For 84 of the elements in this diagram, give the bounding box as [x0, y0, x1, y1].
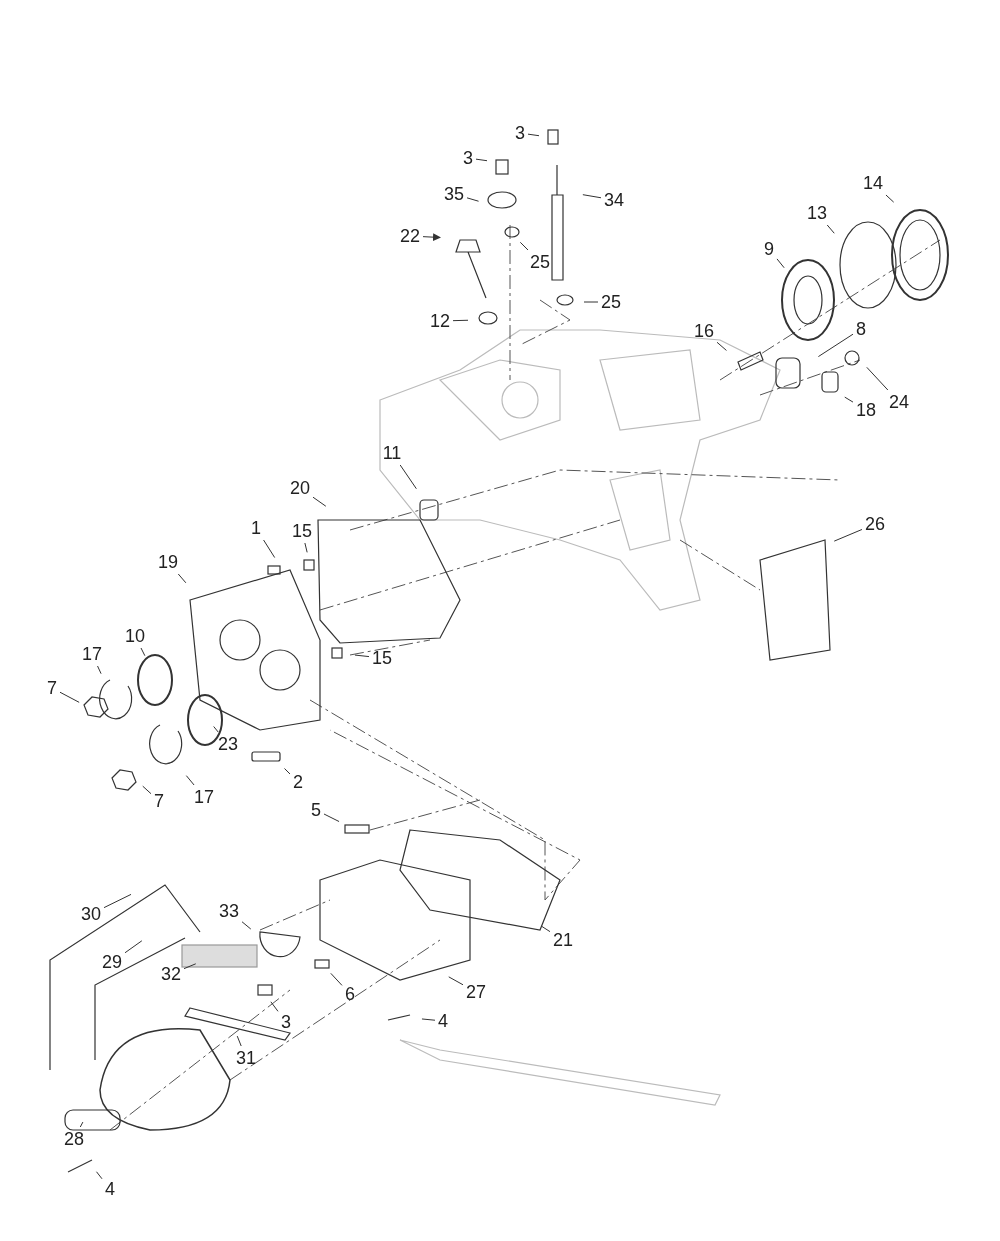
- callout-number: 12: [429, 311, 451, 331]
- callout-number: 30: [80, 904, 102, 924]
- callout-number: 7: [153, 791, 165, 811]
- callout-number: 27: [465, 982, 487, 1002]
- leader-line: [844, 396, 854, 403]
- callout-number: 16: [693, 321, 715, 341]
- callout-number: 1: [250, 518, 262, 538]
- leader-line: [452, 319, 469, 322]
- leader-line: [213, 726, 219, 733]
- callout-number: 26: [864, 514, 886, 534]
- callout-number: 23: [217, 734, 239, 754]
- leader-line: [323, 813, 340, 823]
- callout-number: 25: [600, 292, 622, 312]
- leader-line: [833, 528, 863, 542]
- callout-number: 11: [381, 443, 403, 463]
- leader-line: [354, 654, 370, 658]
- callout-number: 22: [399, 226, 421, 246]
- callout-number: 3: [514, 123, 526, 143]
- leader-line: [583, 301, 599, 303]
- callout-number: 19: [157, 552, 179, 572]
- callout-number: 25: [529, 252, 551, 272]
- callout-number: 5: [310, 800, 322, 820]
- leader-line: [304, 542, 308, 553]
- leader-line: [330, 972, 343, 986]
- leader-line: [177, 573, 187, 584]
- callout-number: 3: [280, 1012, 292, 1032]
- callout-number: 17: [193, 787, 215, 807]
- callout-number: 32: [160, 964, 182, 984]
- callout-number: 29: [101, 952, 123, 972]
- leader-line: [142, 785, 152, 795]
- callout-number: 24: [888, 392, 910, 412]
- leader-line: [185, 775, 195, 786]
- callout-number: 15: [371, 648, 393, 668]
- leader-line: [124, 940, 143, 954]
- leader-line: [466, 197, 480, 202]
- callout-number: 35: [443, 184, 465, 204]
- callout-number: 4: [437, 1011, 449, 1031]
- callout-number: 2: [292, 772, 304, 792]
- callout-number: 10: [124, 626, 146, 646]
- leader-line: [817, 333, 854, 358]
- leader-line: [475, 158, 488, 162]
- callout-number: 17: [81, 644, 103, 664]
- leader-line: [236, 1035, 242, 1047]
- callout-number: 13: [806, 203, 828, 223]
- leader-line: [241, 921, 252, 930]
- callout-number: 14: [862, 173, 884, 193]
- leader-line: [885, 194, 895, 203]
- leader-line: [776, 258, 785, 269]
- leader-line: [826, 224, 835, 234]
- leader-line: [541, 925, 551, 933]
- leader-line: [96, 1171, 103, 1180]
- leader-line: [59, 691, 80, 703]
- callout-number: 18: [855, 400, 877, 420]
- leader-line: [263, 539, 276, 559]
- leader-line: [79, 1121, 84, 1128]
- leader-line: [421, 1018, 436, 1021]
- leader-line: [140, 647, 146, 657]
- leader-line: [270, 1001, 279, 1012]
- leader-line: [399, 464, 417, 490]
- callout-number: 7: [46, 678, 58, 698]
- callout-number: 8: [855, 319, 867, 339]
- callout-number: 3: [462, 148, 474, 168]
- leader-line: [103, 893, 132, 909]
- callout-number: 9: [763, 239, 775, 259]
- leader-line: [519, 241, 529, 251]
- leader-line: [284, 768, 291, 775]
- callout-number: 6: [344, 984, 356, 1004]
- callout-number: 21: [552, 930, 574, 950]
- callout-number: 20: [289, 478, 311, 498]
- callout-number: 15: [291, 521, 313, 541]
- leader-line: [312, 496, 327, 507]
- callout-number: 28: [63, 1129, 85, 1149]
- leader-line: [527, 133, 540, 137]
- callout-number: 33: [218, 901, 240, 921]
- leader-line: [422, 233, 441, 242]
- leader-line: [448, 976, 464, 986]
- leader-line: [582, 194, 602, 199]
- leader-line: [183, 963, 197, 970]
- leader-line: [97, 665, 102, 675]
- callout-number: 34: [603, 190, 625, 210]
- callout-number: 31: [235, 1048, 257, 1068]
- leader-line: [716, 341, 727, 351]
- callout-number: 4: [104, 1179, 116, 1199]
- leader-line: [866, 366, 889, 391]
